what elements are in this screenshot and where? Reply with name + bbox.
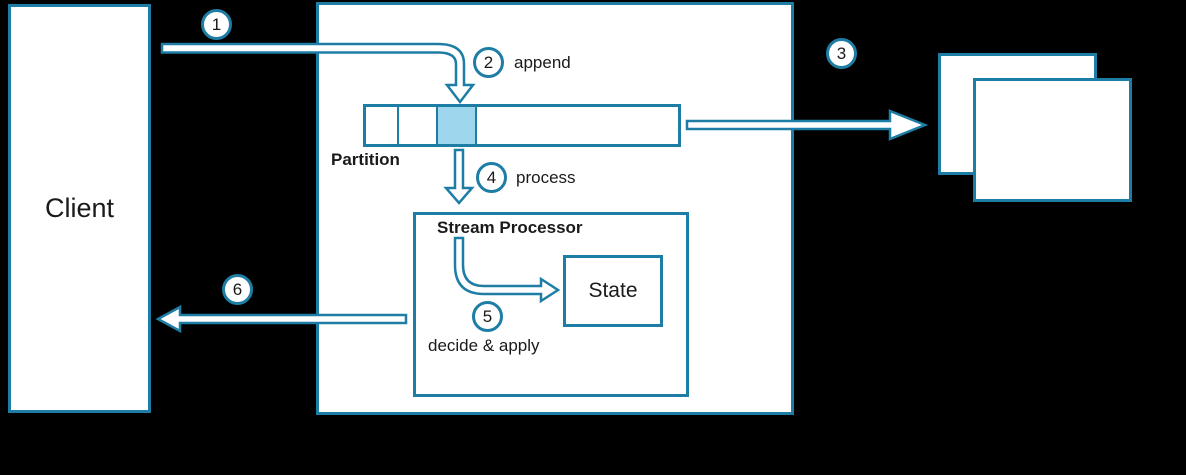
partition-label: Partition — [331, 150, 400, 169]
partition-log — [363, 104, 681, 147]
partition-cell — [366, 107, 399, 144]
stacked-box-front — [973, 78, 1132, 202]
step-badge-2: 2 — [473, 47, 504, 78]
step-badge-5: 5 — [472, 301, 503, 332]
stream-processor-label: Stream Processor — [437, 218, 583, 237]
step-badge-6: 6 — [222, 274, 253, 305]
partition-cell — [399, 107, 438, 144]
client-label: Client — [44, 193, 115, 223]
step-badge-1: 1 — [201, 9, 232, 40]
step-5-label: decide & apply — [428, 336, 540, 355]
partition-cell — [477, 107, 678, 144]
partition-cell-highlighted — [438, 107, 477, 144]
step-badge-3: 3 — [826, 38, 857, 69]
state-node: State — [563, 255, 663, 327]
step-2-label: append — [514, 53, 571, 72]
step-badge-4: 4 — [476, 162, 507, 193]
client-node: Client — [8, 4, 151, 413]
step-4-label: process — [516, 168, 576, 187]
state-label: State — [588, 279, 638, 302]
